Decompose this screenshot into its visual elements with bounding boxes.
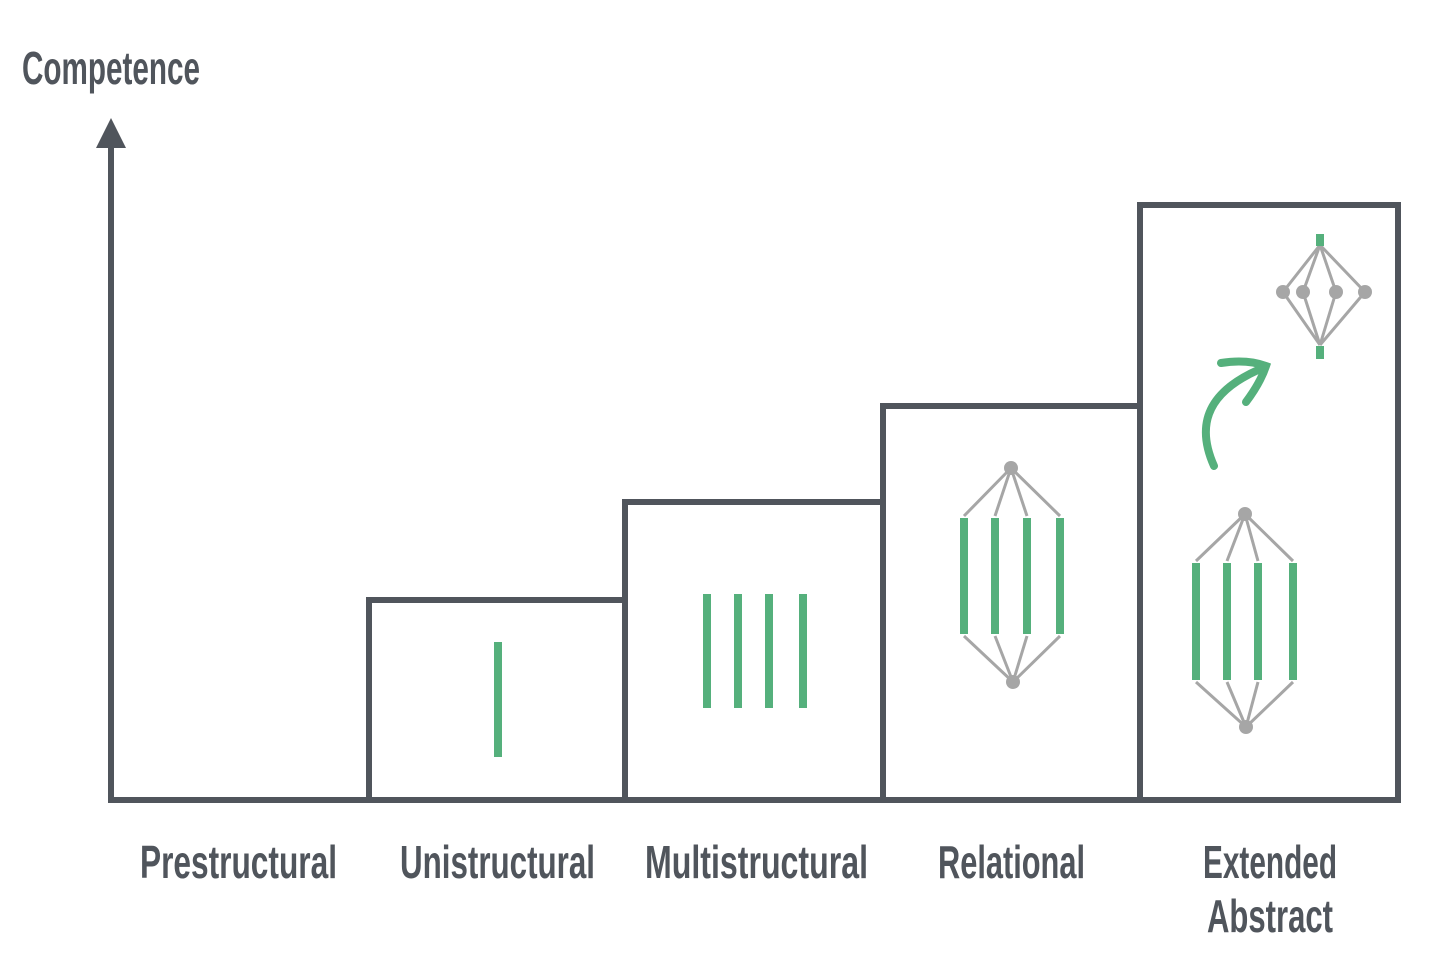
extension-arrow-icon (1201, 357, 1272, 470)
related-ideas-icon (960, 461, 1064, 689)
single-idea-bar-icon (494, 642, 502, 757)
level-label-unistructural: Unistructural (400, 836, 595, 888)
abstract-structure-icon (1276, 234, 1372, 359)
multiple-ideas-icon (703, 594, 807, 708)
y-axis-label: Competence (22, 42, 200, 94)
level-steps (366, 202, 1401, 803)
extended-ideas-icon (1192, 507, 1297, 734)
level-label-prestructural: Prestructural (140, 836, 337, 888)
level-label-multistructural: Multistructural (645, 836, 868, 888)
y-axis-arrow-icon (96, 118, 126, 148)
level-label-relational: Relational (938, 836, 1085, 888)
level-label-abstract: Abstract (1207, 890, 1333, 942)
step-multistructural (622, 499, 886, 803)
level-label-extended: Extended (1203, 836, 1337, 888)
step-extended-abstract (1137, 202, 1401, 803)
